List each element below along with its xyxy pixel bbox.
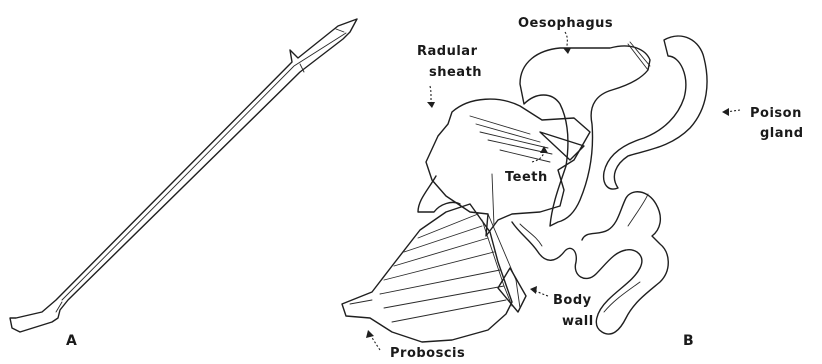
- panel-a-label: A: [66, 333, 77, 349]
- label-radular: Radular: [417, 44, 478, 59]
- label-gland: gland: [760, 126, 804, 141]
- label-teeth: Teeth: [505, 170, 548, 185]
- oesophagus-shape: [520, 46, 650, 226]
- label-poison: Poison: [750, 106, 802, 121]
- label-proboscis: Proboscis: [390, 346, 465, 361]
- panel-b-label: B: [683, 333, 694, 349]
- label-sheath: sheath: [429, 65, 482, 80]
- label-body: Body: [553, 293, 592, 308]
- poison-duct-shape: [512, 192, 668, 334]
- label-oesophagus: Oesophagus: [518, 16, 613, 31]
- venom-apparatus-drawing: [342, 36, 707, 342]
- radular-tooth-drawing: [10, 19, 357, 332]
- label-wall: wall: [562, 314, 594, 329]
- poison-gland-shape: [604, 36, 707, 189]
